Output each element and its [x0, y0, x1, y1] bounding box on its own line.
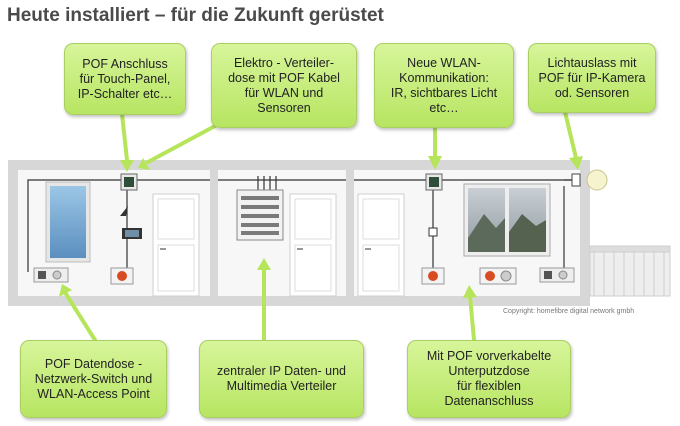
- callout-text: POF Datendose - Netzwerk-Switch und WLAN…: [34, 356, 153, 401]
- callout-elektro-verteiler: Elektro - Verteiler- dose mit POF Kabel …: [211, 43, 357, 128]
- callout-pof-anschluss: POF Anschluss für Touch-Panel, IP-Schalt…: [64, 43, 186, 115]
- page-title: Heute installiert – für die Zukunft gerü…: [7, 5, 384, 26]
- callout-text: Elektro - Verteiler- dose mit POF Kabel …: [228, 55, 340, 115]
- callout-text: Mit POF vorverkabelte Unterputzdose für …: [426, 349, 552, 408]
- callout-wlan-kommunikation: Neue WLAN- Kommunikation: IR, sichtbares…: [374, 43, 514, 128]
- callout-lichtauslass: Lichtauslass mit POF für IP-Kamera od. S…: [528, 43, 656, 113]
- balcony-railing: [589, 245, 671, 297]
- copyright-notice: Copyright: homefibre digital network gmb…: [503, 308, 635, 315]
- junction-box: [428, 227, 438, 237]
- room-2: [236, 189, 337, 297]
- callout-text: zentraler IP Daten- und Multimedia Verte…: [216, 364, 346, 393]
- callout-unterputzdose: Mit POF vorverkabelte Unterputzdose für …: [407, 340, 571, 418]
- light-outlet: [571, 169, 608, 191]
- callout-text: Neue WLAN- Kommunikation: IR, sichtbares…: [390, 55, 498, 115]
- window-image: [50, 186, 86, 258]
- callout-text: POF Anschluss für Touch-Panel, IP-Schalt…: [77, 56, 173, 101]
- callout-arrows: [59, 110, 583, 342]
- callout-zentraler-verteiler: zentraler IP Daten- und Multimedia Verte…: [199, 340, 364, 418]
- room-3: [357, 173, 575, 297]
- callout-text: Lichtauslass mit POF für IP-Kamera od. S…: [538, 55, 646, 100]
- room-1: [33, 173, 200, 297]
- callout-datendose: POF Datendose - Netzwerk-Switch und WLAN…: [20, 340, 167, 418]
